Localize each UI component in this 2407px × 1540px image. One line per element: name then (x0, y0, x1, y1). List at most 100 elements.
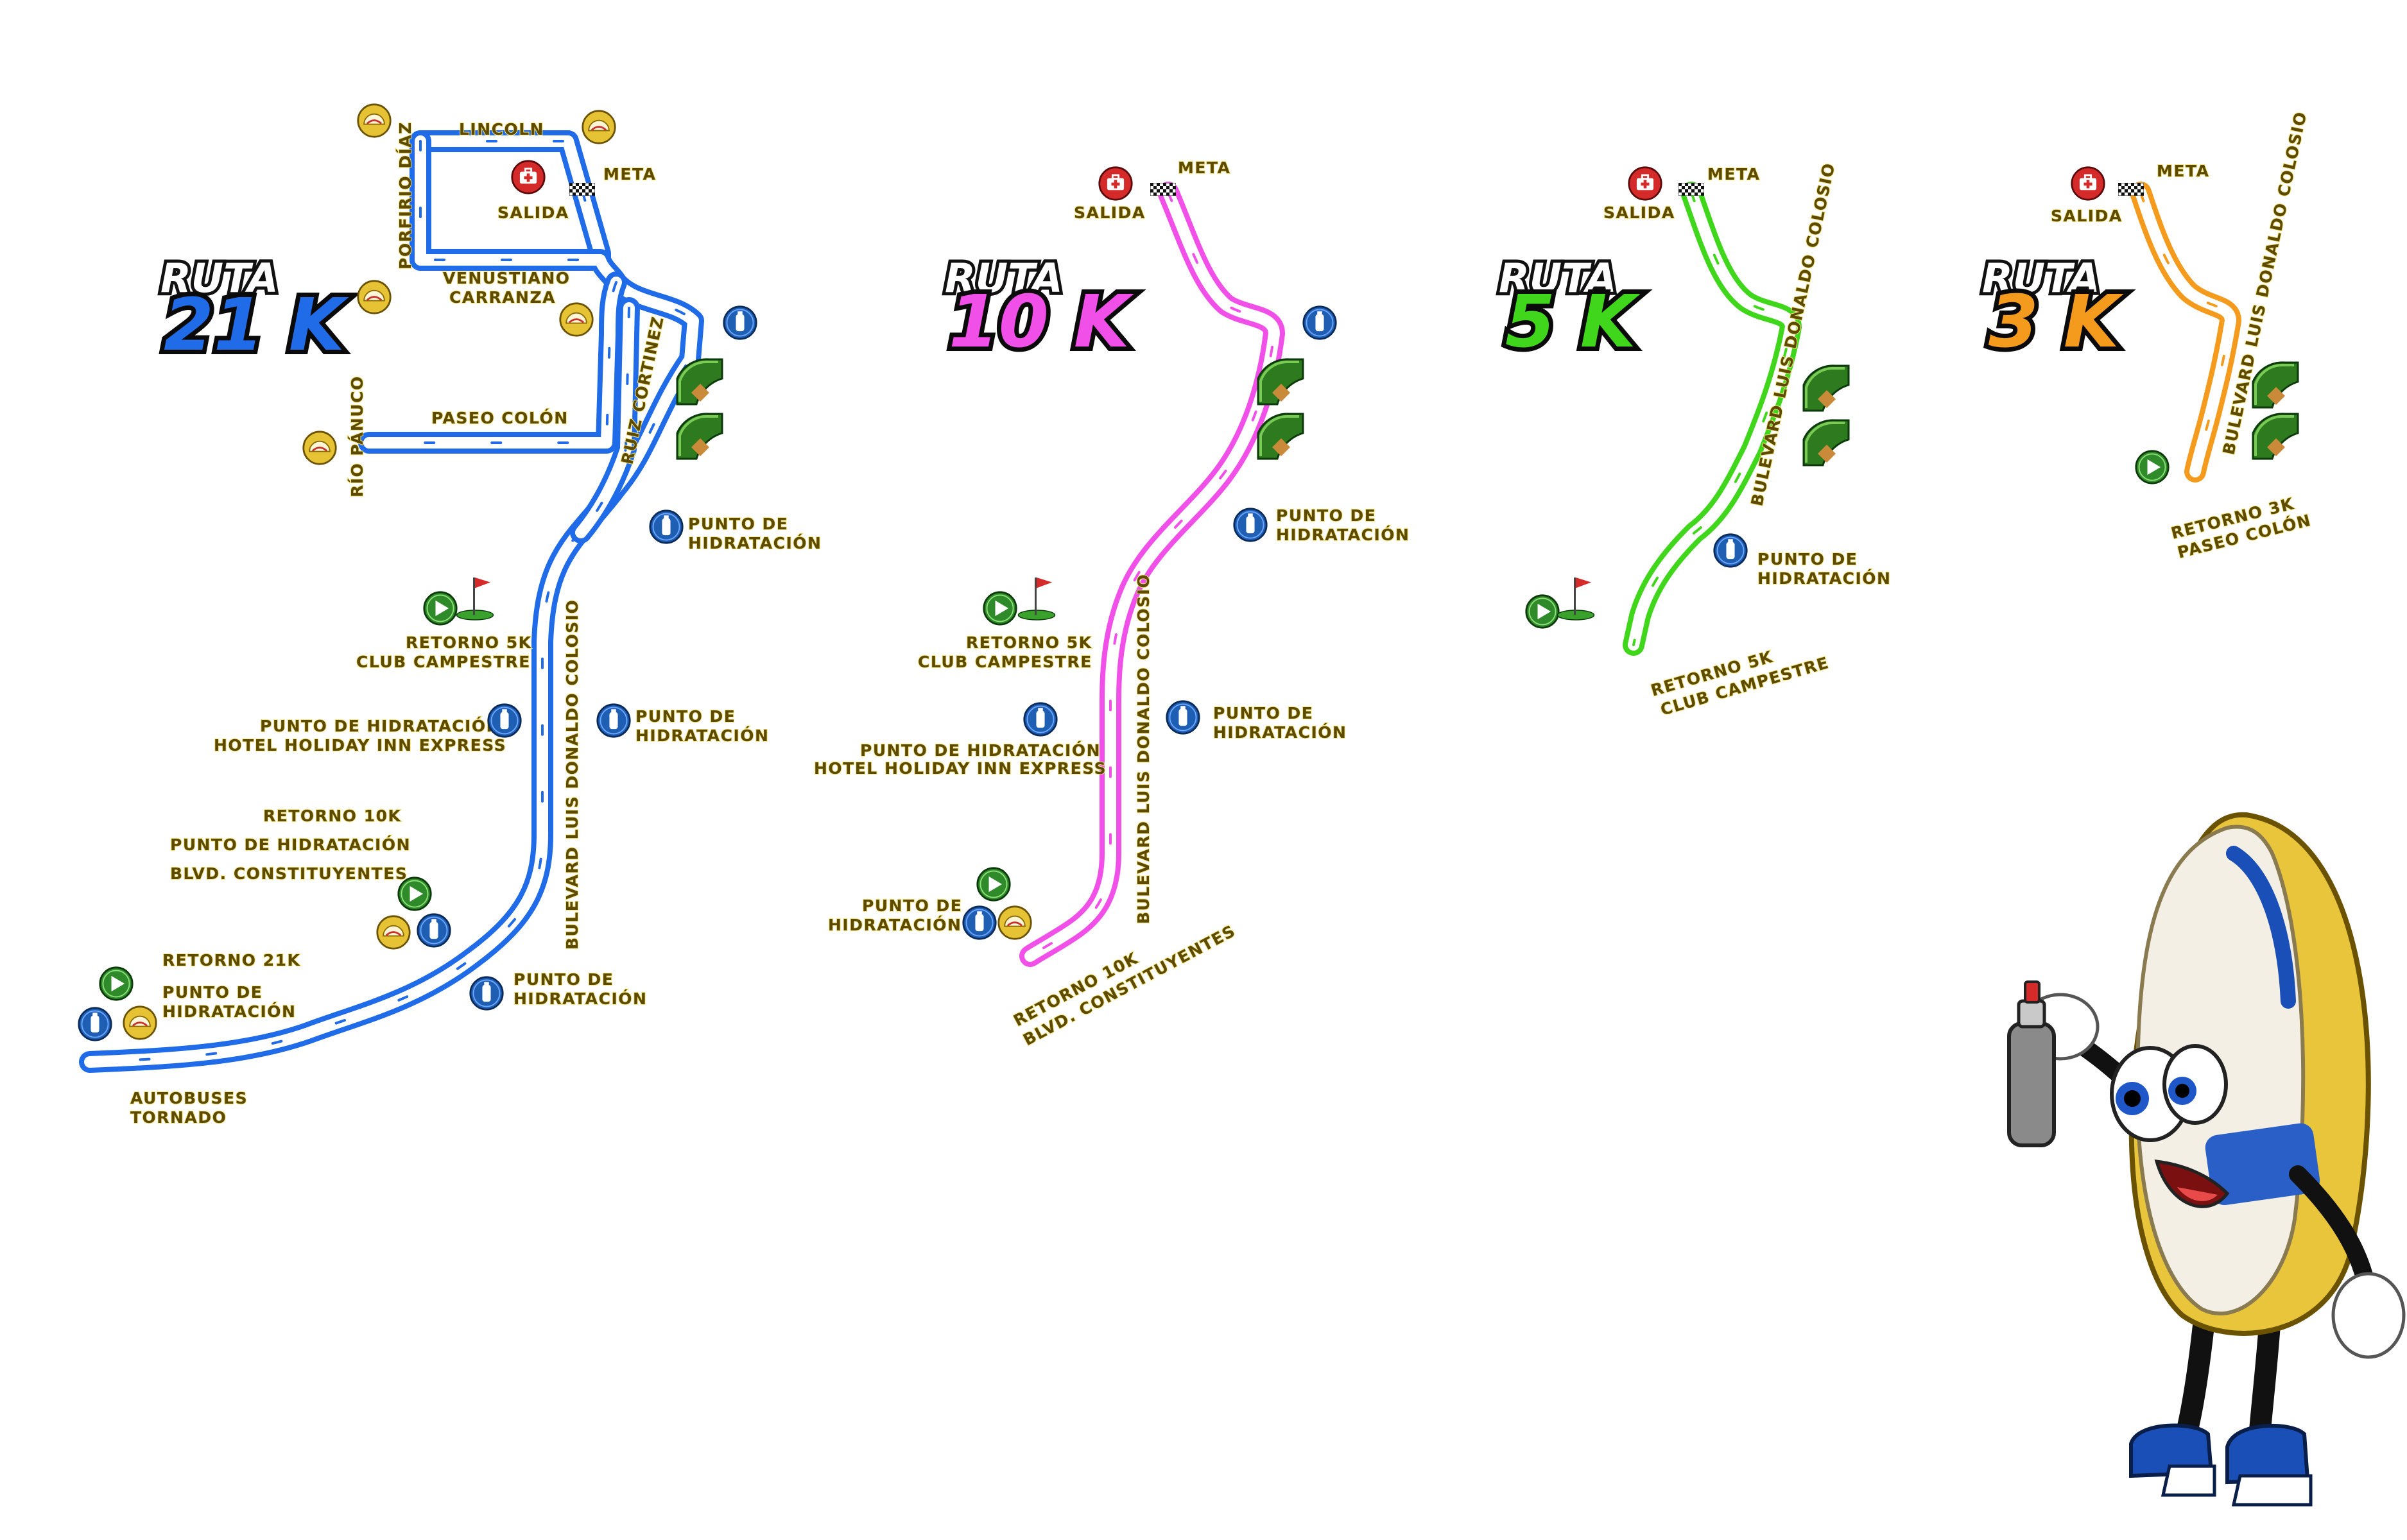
taco-icon (997, 905, 1032, 940)
label-21k-retorno5-1: RETORNO 5K (406, 633, 532, 652)
label-21k-hid3-2: HIDRATACIÓN (162, 1002, 296, 1021)
hydration-icon (469, 976, 504, 1011)
return-icon (1525, 594, 1560, 629)
route-3k-title: RUTA (1982, 255, 2100, 302)
taco-icon (302, 431, 337, 465)
label-10k-meta: META (1178, 158, 1230, 177)
label-10k-hid-holiday-2: HOTEL HOLIDAY INN EXPRESS (814, 759, 1107, 778)
golf-icon (1017, 577, 1056, 620)
medical-icon (1628, 166, 1662, 201)
label-10k-hid1-1: PUNTO DE (1276, 506, 1376, 525)
route-5k-group: RUTA 5 K META SALIDA BULEVARD LUIS DONAL… (1496, 160, 1891, 720)
label-21k-hid1-1: PUNTO DE (688, 515, 788, 533)
return-icon (983, 591, 1017, 626)
street-bulevard-colosio-10k: BULEVARD LUIS DONALDO COLOSIO (1134, 574, 1153, 924)
street-bulevard-colosio-21k: BULEVARD LUIS DONALDO COLOSIO (563, 599, 582, 950)
route-10k-group: RUTA 10 K META SALIDA PUNTO DE HIDRATACI… (813, 158, 1410, 1050)
route-3k-distance: 3 K (1989, 280, 2124, 364)
medical-icon (511, 160, 546, 194)
baseball-field-icon (2252, 412, 2299, 460)
hydration-icon (487, 703, 522, 738)
taco-icon (357, 103, 392, 138)
baseball-field-icon (1802, 364, 1850, 412)
street-porfirio-diaz: PORFIRIO DÍAZ (396, 121, 415, 270)
finish-flag-icon (2118, 183, 2144, 196)
street-rio-panuco: RÍO PÁNUCO (348, 375, 367, 497)
label-21k-hid4-1: PUNTO DE (513, 970, 614, 989)
label-21k-hid-holiday-1: PUNTO DE HIDRATACIÓN (260, 716, 501, 735)
label-21k-retorno5-2: CLUB CAMPESTRE (356, 653, 531, 671)
taco-icon (559, 302, 594, 337)
label-10k-hid2-1: PUNTO DE (1213, 704, 1313, 723)
label-10k-retorno5-1: RETORNO 5K (966, 633, 1092, 652)
route-10k-distance: 10 K (949, 280, 1134, 364)
label-21k-retorno10-2: PUNTO DE HIDRATACIÓN (170, 835, 411, 854)
baseball-field-icon (1257, 412, 1304, 460)
route-21k-distance: 21 K (164, 284, 349, 367)
return-icon (976, 867, 1011, 902)
label-10k-hid3-2: HIDRATACIÓN (828, 915, 962, 934)
street-paseo-colon: PASEO COLÓN (431, 408, 569, 427)
taco-icon (357, 280, 392, 314)
label-10k-hid2-2: HIDRATACIÓN (1213, 723, 1347, 742)
label-21k-hid4-2: HIDRATACIÓN (513, 989, 647, 1008)
return-icon (2135, 450, 2170, 484)
route-10k-title: RUTA (945, 255, 1063, 302)
hydration-icon (649, 509, 684, 544)
label-21k-meta: META (603, 165, 656, 184)
label-10k-retorno5-2: CLUB CAMPESTRE (918, 653, 1092, 671)
label-21k-salida: SALIDA (497, 203, 569, 222)
label-21k-autobuses-2: TORNADO (130, 1108, 227, 1127)
hydration-icon (1023, 702, 1058, 737)
label-21k-hid1-2: HIDRATACIÓN (688, 533, 822, 552)
taco-icon (123, 1005, 157, 1040)
return-icon (397, 877, 432, 911)
label-5k-hid1-1: PUNTO DE (1757, 550, 1858, 569)
label-10k-salida: SALIDA (1074, 203, 1146, 222)
route-21k-group: RUTA 21 K LINCOLN META SALIDA PORFIRIO D… (78, 103, 822, 1127)
medical-icon (1098, 166, 1133, 201)
label-21k-hid2-2: HIDRATACIÓN (635, 726, 769, 745)
street-venustiano-1: VENUSTIANO (443, 269, 571, 287)
route-5k-line (1623, 182, 1802, 656)
hydration-icon (1713, 533, 1748, 568)
return-icon (99, 966, 134, 1001)
taco-icon (376, 915, 411, 950)
mascot-taco-character (2007, 812, 2406, 1507)
route-10k-line (1019, 182, 1285, 967)
label-10k-hid3-1: PUNTO DE (862, 896, 962, 915)
route-5k-distance: 5 K (1505, 280, 1641, 364)
taco-icon (582, 110, 616, 144)
label-21k-autobuses-1: AUTOBUSES (130, 1089, 248, 1108)
label-21k-retorno10-3: BLVD. CONSTITUYENTES (170, 864, 408, 883)
route-21k-title: RUTA (160, 255, 279, 302)
return-icon (423, 591, 458, 626)
label-10k-hid-holiday-1: PUNTO DE HIDRATACIÓN (860, 740, 1101, 760)
label-5k-hid1-2: HIDRATACIÓN (1757, 569, 1891, 588)
label-5k-meta: META (1707, 165, 1760, 184)
hydration-icon (78, 1007, 112, 1041)
finish-flag-icon (1150, 183, 1176, 196)
label-21k-retorno21: RETORNO 21K (162, 951, 301, 970)
label-3k-meta: META (2157, 162, 2209, 180)
label-10k-hid1-2: HIDRATACIÓN (1276, 525, 1410, 544)
route-3k-group: RUTA 3 K META SALIDA BULEVARD LUIS DONAL… (1979, 109, 2314, 563)
golf-icon (1557, 577, 1595, 620)
hydration-icon (1233, 508, 1268, 542)
street-venustiano-2: CARRANZA (449, 288, 556, 307)
label-21k-hid-holiday-2: HOTEL HOLIDAY INN EXPRESS (214, 736, 506, 755)
label-21k-hid2-1: PUNTO DE (635, 707, 736, 726)
baseball-field-icon (676, 412, 723, 460)
hydration-icon (1166, 700, 1200, 735)
medical-icon (2071, 166, 2105, 201)
hydration-icon (1302, 305, 1337, 340)
route-5k-title: RUTA (1499, 255, 1617, 302)
baseball-field-icon (1802, 418, 1850, 466)
hydration-icon (596, 703, 631, 738)
finish-flag-icon (1678, 183, 1704, 196)
route-3k-line (2130, 182, 2241, 483)
golf-icon (456, 577, 494, 620)
label-3k-salida: SALIDA (2051, 207, 2123, 225)
finish-flag-icon (569, 183, 595, 196)
